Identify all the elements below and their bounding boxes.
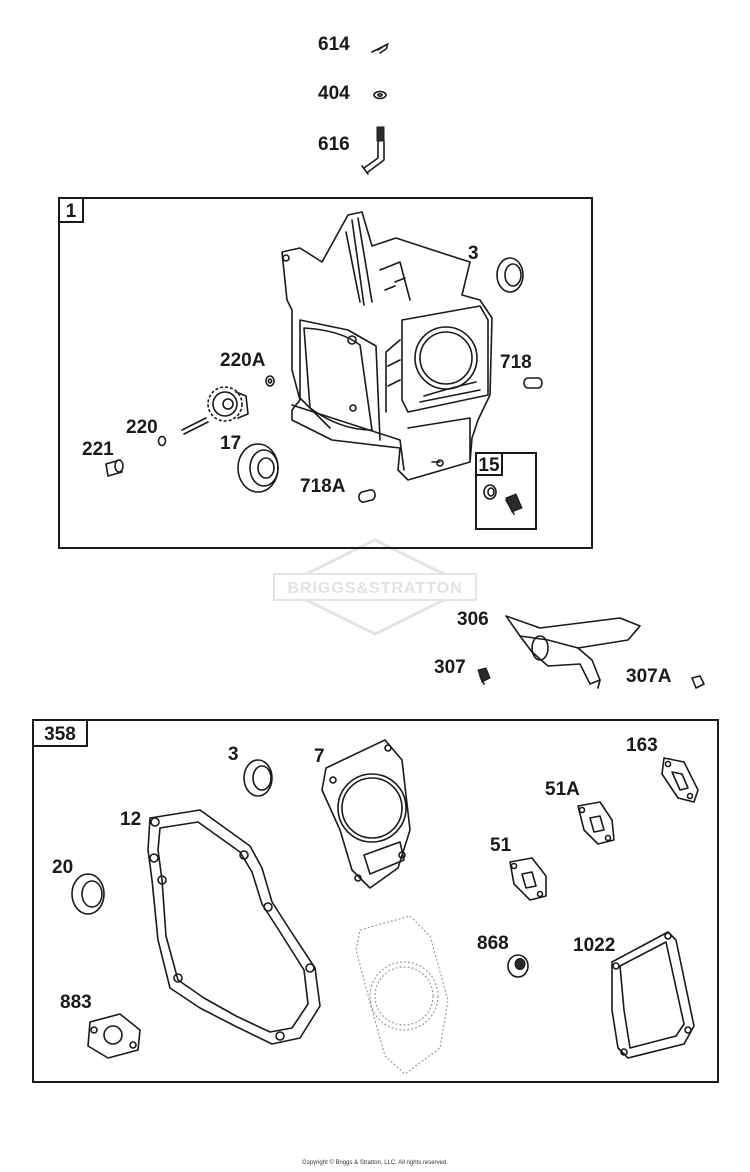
group-15-label: 15 [478, 455, 500, 476]
label-g358-1022: 1022 [573, 935, 615, 956]
group-358-frame [32, 719, 719, 1083]
part-868-grommet-icon[interactable] [507, 954, 529, 978]
part-220-shaft-icon[interactable] [157, 417, 209, 447]
part-15-drain-plug-icon[interactable] [483, 484, 523, 515]
part-1-crankcase-block[interactable] [281, 211, 493, 481]
part-3-oil-seal-icon[interactable] [496, 257, 524, 293]
label-g1-220A: 220A [220, 350, 266, 371]
label-g1-718: 718 [500, 352, 532, 373]
label-g358-12: 12 [120, 809, 141, 830]
part-307A-bolt-icon[interactable] [691, 675, 705, 689]
label-g1-718A: 718A [300, 476, 346, 497]
label-g358-163: 163 [626, 735, 658, 756]
group-15-frame [475, 452, 537, 530]
label-g358-20: 20 [52, 857, 73, 878]
part-governor-gear-icon[interactable] [207, 386, 249, 422]
label-614: 614 [318, 34, 350, 55]
part-221-pin-icon[interactable] [105, 459, 124, 477]
part-616-link-rod-icon[interactable] [361, 126, 385, 175]
part-220A-washer-icon[interactable] [265, 375, 275, 387]
label-g358-7: 7 [314, 746, 325, 767]
part-51-gasket-icon[interactable] [509, 857, 547, 901]
label-307: 307 [434, 657, 466, 678]
part-3-oil-seal-kit-icon[interactable] [243, 759, 273, 797]
part-614-clip-icon[interactable] [371, 43, 389, 54]
label-616: 616 [318, 134, 350, 155]
watermark-text: BRIGGS&STRATTON [287, 580, 462, 597]
group-1-label: 1 [66, 201, 77, 222]
label-g1-221: 221 [82, 439, 114, 460]
group-1-frame [58, 197, 593, 549]
part-20-oil-seal-icon[interactable] [71, 873, 105, 915]
label-g358-51: 51 [490, 835, 512, 856]
group-15-tag [475, 452, 503, 476]
part-1022-cover-gasket-icon[interactable] [611, 931, 695, 1059]
label-g358-3: 3 [228, 744, 239, 765]
part-404-washer-icon[interactable] [373, 90, 387, 100]
label-g1-3: 3 [468, 243, 479, 264]
label-g358-868: 868 [477, 933, 509, 954]
part-ghost-gasket-outline [355, 915, 449, 1075]
part-718-dowel-pin-icon[interactable] [523, 377, 543, 389]
group-358-label: 358 [44, 724, 76, 745]
part-718A-dowel-pin-icon[interactable] [358, 489, 376, 503]
part-163-gasket-icon[interactable] [661, 757, 699, 803]
part-12-crankcase-gasket-icon[interactable] [147, 809, 321, 1045]
part-17-bearing-icon[interactable] [237, 443, 279, 493]
label-404: 404 [318, 83, 350, 104]
label-g358-883: 883 [60, 992, 92, 1013]
group-1-tag [58, 197, 84, 223]
label-306: 306 [457, 609, 489, 630]
part-51A-gasket-icon[interactable] [577, 801, 615, 845]
group-358-tag [32, 719, 88, 747]
label-307A: 307A [626, 666, 672, 687]
copyright-notice: Copyright © Briggs & Stratton, LLC. All … [302, 1160, 448, 1166]
watermark: BRIGGS&STRATTON [273, 538, 477, 636]
part-306-cover-icon[interactable] [505, 615, 641, 689]
label-g358-51A: 51A [545, 779, 580, 800]
label-g1-17: 17 [220, 433, 241, 454]
label-g1-220: 220 [126, 417, 158, 438]
part-307-bolt-icon[interactable] [477, 667, 491, 685]
part-7-head-gasket-icon[interactable] [321, 739, 411, 889]
part-883-gasket-icon[interactable] [87, 1013, 141, 1059]
